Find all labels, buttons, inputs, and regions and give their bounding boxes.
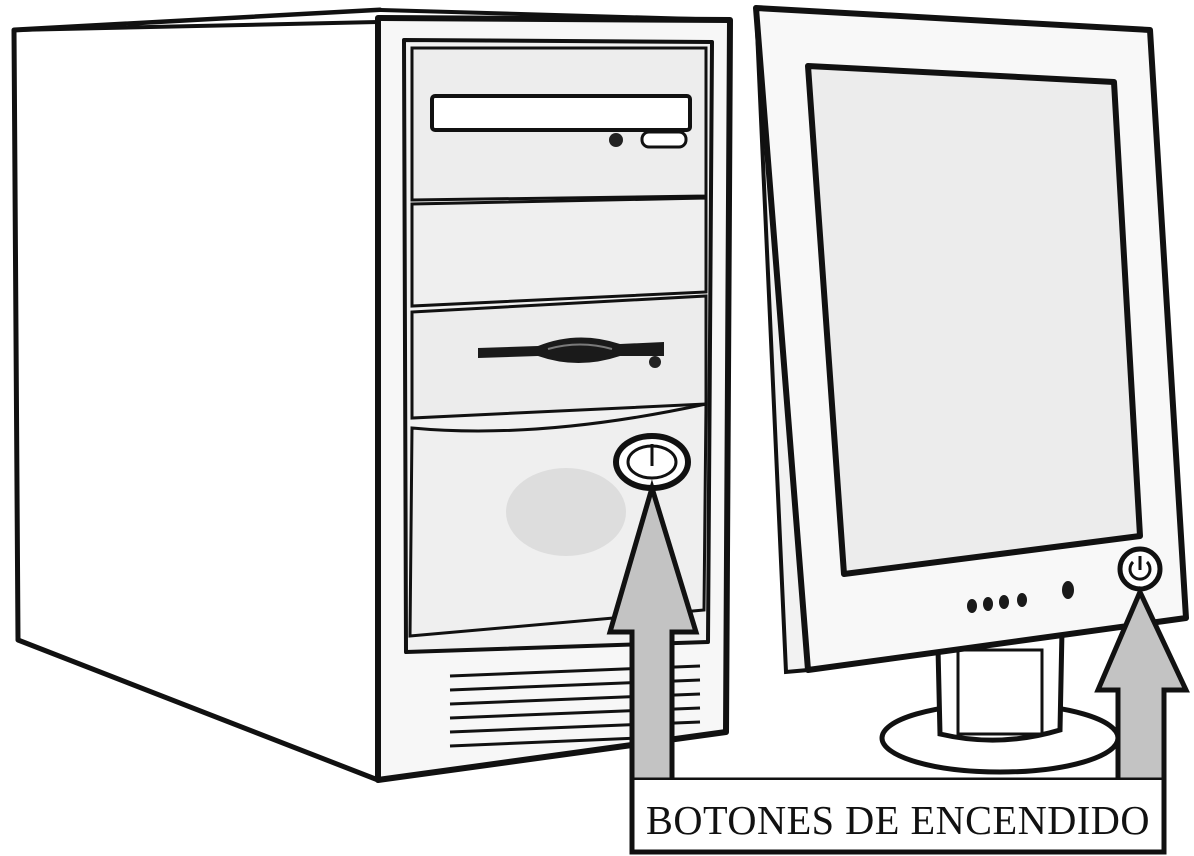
caption-label: BOTONES DE ENCENDIDO xyxy=(646,797,1150,843)
optical-drive-tray xyxy=(432,96,690,130)
monitor-screen xyxy=(808,66,1140,574)
eject-button xyxy=(642,132,686,147)
computer-tower xyxy=(14,10,730,780)
floppy-drive-bay xyxy=(412,296,706,418)
tower-speaker-grille xyxy=(506,468,626,556)
optical-drive-bay xyxy=(412,48,706,200)
tower-side-panel xyxy=(14,10,380,780)
floppy-drive-led xyxy=(649,356,661,368)
optical-drive-led xyxy=(609,133,623,147)
caption-box: BOTONES DE ENCENDIDO xyxy=(632,780,1164,852)
blank-drive-bay xyxy=(412,198,706,306)
monitor-power-button xyxy=(1120,549,1160,589)
